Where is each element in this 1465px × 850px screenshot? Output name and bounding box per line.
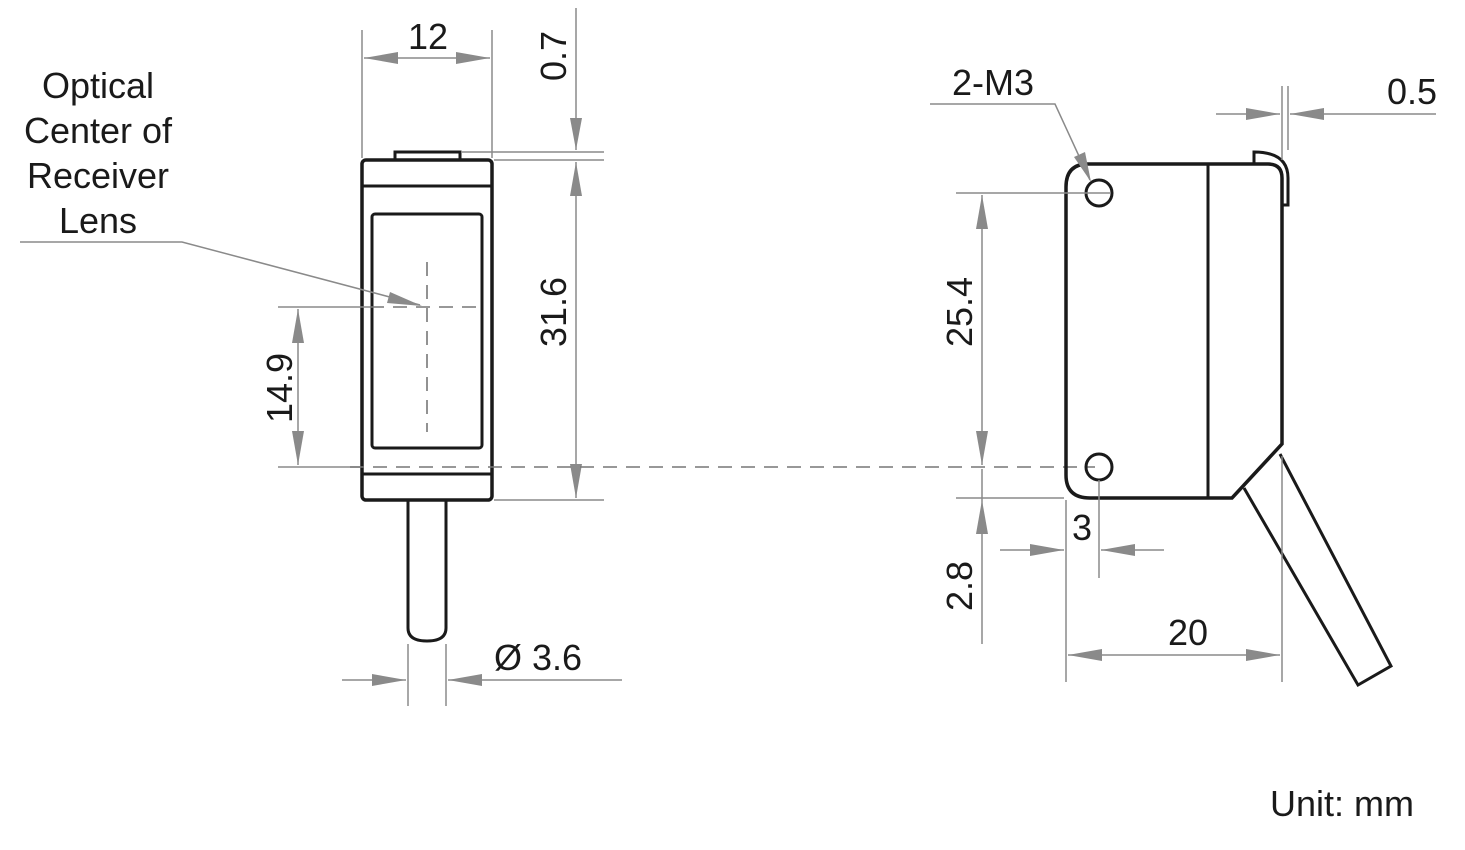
dim-top-gap: 0.7 <box>462 8 604 161</box>
dim-height-front-label: 31.6 <box>533 277 574 347</box>
front-body <box>360 158 494 502</box>
optical-label-line4: Lens <box>59 200 137 241</box>
dim-bottom-offset-label: 2.8 <box>939 561 980 611</box>
dim-depth-side-label: 20 <box>1168 612 1208 653</box>
unit-label: Unit: mm <box>1270 783 1414 824</box>
optical-center-callout: Optical Center of Receiver Lens <box>20 65 422 306</box>
dim-hole-pitch-label: 25.4 <box>939 277 980 347</box>
front-top-cap <box>393 150 462 160</box>
front-cable <box>406 500 448 643</box>
side-body <box>1064 162 1284 500</box>
dim-width-front: 12 <box>361 16 493 158</box>
dim-lens-height: 14.9 <box>259 306 370 468</box>
side-view <box>1064 150 1393 688</box>
optical-label-line1: Optical <box>42 65 154 106</box>
dim-height-front: 31.6 <box>494 162 604 501</box>
dim-bottom-offset: 2.8 <box>939 469 1064 644</box>
dim-width-front-label: 12 <box>408 16 448 57</box>
m3-callout: 2-M3 <box>930 62 1091 182</box>
dim-depth-side: 20 <box>1065 456 1283 682</box>
side-cable <box>1242 453 1393 688</box>
optical-label-line2: Center of <box>24 110 173 151</box>
dim-hole-edge-label: 3 <box>1072 507 1092 548</box>
dim-side-gap-label: 0.5 <box>1387 71 1437 112</box>
dim-cable-diameter-label: Ø 3.6 <box>494 637 582 678</box>
front-view <box>360 150 494 643</box>
dim-hole-pitch: 25.4 <box>939 192 1110 465</box>
dim-hole-edge: 3 <box>1000 480 1164 578</box>
receiver-lens-window <box>370 212 484 450</box>
side-top-lip <box>1252 150 1290 207</box>
dim-cable-diameter: Ø 3.6 <box>342 637 622 706</box>
dim-top-gap-label: 0.7 <box>533 31 574 81</box>
dim-lens-height-label: 14.9 <box>259 353 300 423</box>
dim-side-gap: 0.5 <box>1216 71 1437 160</box>
m3-label: 2-M3 <box>952 62 1034 103</box>
optical-label-line3: Receiver <box>27 155 169 196</box>
